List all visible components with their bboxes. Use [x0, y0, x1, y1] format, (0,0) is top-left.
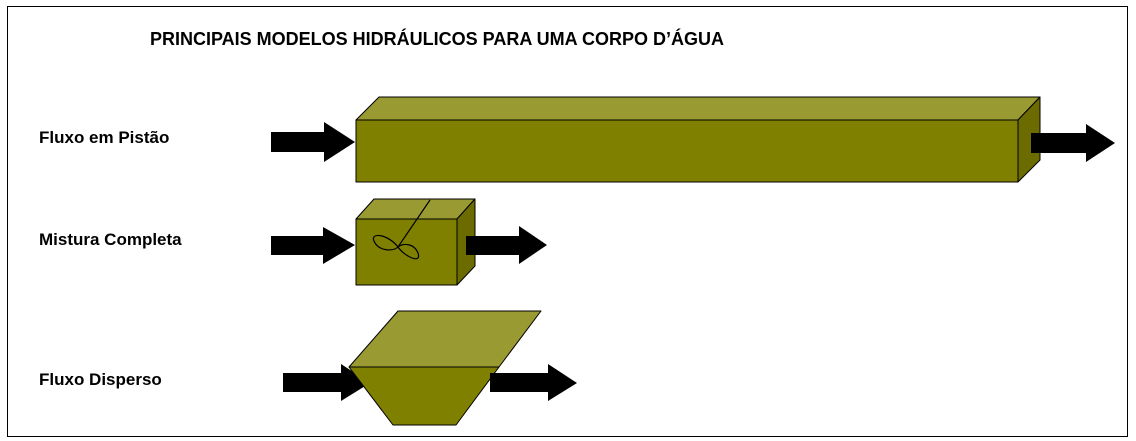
dispersed-flow-inlet-arrow — [283, 364, 370, 401]
dispersed-flow-bottom-shape — [348, 366, 500, 426]
diagram-title: PRINCIPAIS MODELOS HIDRÁULICOS PARA UMA … — [150, 29, 725, 49]
dispersed-flow-top-shape — [348, 310, 542, 368]
complete-mix-cube-front — [355, 218, 458, 286]
diagram-frame — [7, 6, 1128, 437]
complete-mix-outlet-arrow — [466, 226, 547, 264]
label-plug-flow: Fluxo em Pistão — [39, 128, 170, 147]
plug-flow-group — [271, 96, 1115, 183]
complete-mix-inlet-arrow — [271, 227, 355, 264]
dispersed-flow-outlet-arrow — [490, 364, 577, 401]
stirrer-icon — [372, 199, 431, 260]
dispersed-flow-group — [283, 310, 577, 426]
label-dispersed-flow: Fluxo Disperso — [39, 370, 162, 389]
plug-flow-outlet-arrow — [1031, 124, 1115, 162]
complete-mix-cube-top — [355, 198, 476, 220]
plug-flow-box-front — [355, 119, 1019, 183]
plug-flow-box-top — [355, 96, 1041, 121]
complete-mix-group — [271, 198, 547, 286]
plug-flow-inlet-arrow — [271, 122, 355, 162]
label-complete-mix: Mistura Completa — [39, 230, 182, 249]
